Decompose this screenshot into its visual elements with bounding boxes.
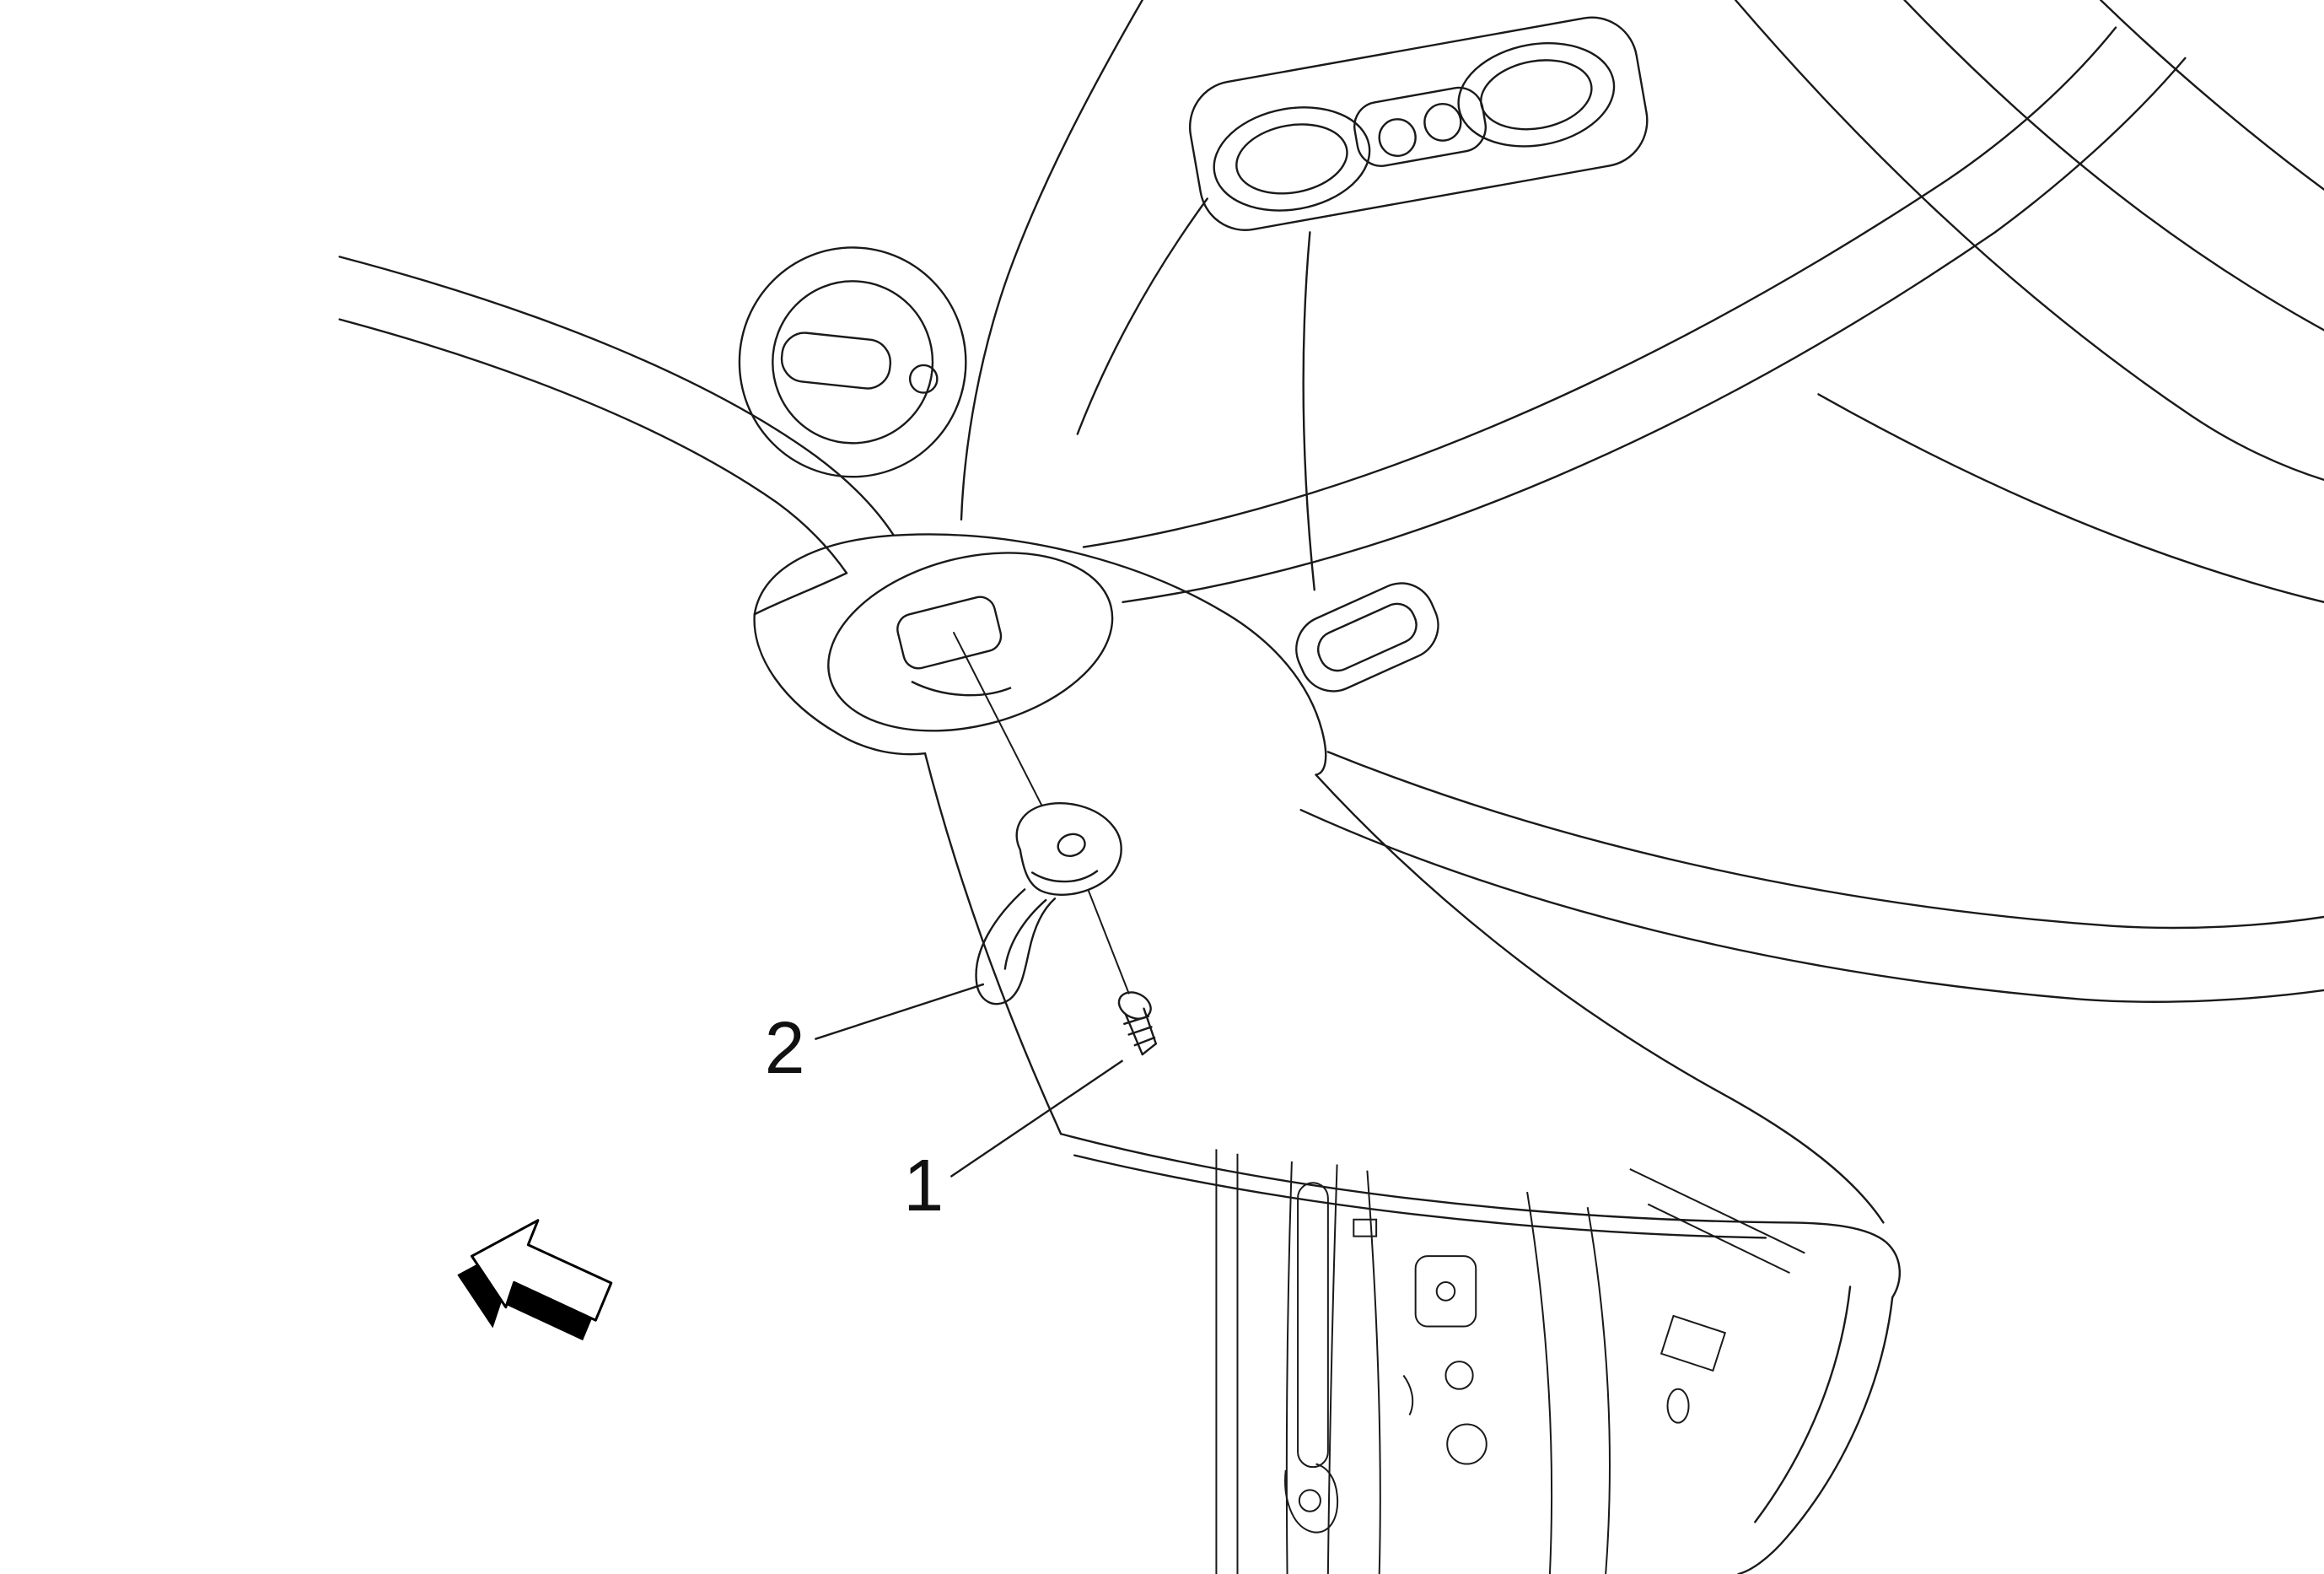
hook-screw-hole: [1056, 831, 1088, 859]
lamp-recess-outer: [1286, 573, 1449, 702]
pillar-panel-edge: [1527, 1192, 1552, 1574]
console-lamp-bezel: [1351, 84, 1490, 170]
trim-right-edge: [1316, 775, 1884, 1223]
callout-2-leader: [815, 984, 983, 1039]
pillar-slot: [1353, 1220, 1376, 1237]
roof-rail-line: [1084, 28, 2116, 547]
console-lamp-right: [1424, 104, 1461, 140]
pillar-hole-small: [1445, 1361, 1472, 1389]
trim-bottom-edge-inner: [1074, 1156, 1766, 1238]
console-speaker-left-inner: [1231, 116, 1353, 202]
dome-vent: [740, 247, 966, 477]
screw-threads: [1124, 1016, 1156, 1054]
coat-hook-part: [976, 803, 1122, 1004]
pillar-brace-line: [1648, 1205, 1789, 1274]
trim-lower-right-inner: [1755, 1286, 1850, 1522]
roof-contour-line: [340, 320, 847, 574]
pillar-panel-edge: [1367, 1171, 1380, 1574]
overhead-console: [1183, 10, 1654, 237]
console-outline: [1183, 10, 1654, 237]
belt-anchor: [1285, 1464, 1337, 1533]
map-lamp-recess: [1286, 573, 1449, 702]
recess-mounting-hole: [895, 594, 1004, 671]
seat-belt-webbing: [1298, 1183, 1328, 1467]
striker-bracket: [1416, 1256, 1477, 1326]
callout-1-label: 1: [903, 1145, 944, 1226]
striker-hole: [1437, 1282, 1455, 1301]
roof-corner-line: [1735, 0, 2324, 480]
axis-lower-segment: [1082, 874, 1128, 993]
trim-lower-right-edge: [1739, 1297, 1893, 1574]
recess-shadow-line: [912, 682, 1011, 695]
console-speaker-right-outer: [1450, 31, 1622, 158]
console-speaker-left-outer: [1206, 95, 1378, 222]
roof-corner-line: [1904, 0, 2324, 330]
arrow-top-face: [463, 1208, 621, 1328]
hook-arm-outer: [976, 889, 1055, 1004]
roof-rail-band: [1328, 752, 2324, 928]
pillar-structure: [1216, 1149, 1805, 1574]
callout-1-leader: [950, 1060, 1122, 1177]
screw-part: [1115, 988, 1156, 1055]
mounting-recess: [810, 525, 1131, 759]
console-speaker-right-inner: [1476, 51, 1597, 137]
callouts: 2 1: [765, 984, 1123, 1226]
roof-contour-line: [755, 573, 847, 614]
fastener-axis: [954, 633, 1129, 994]
screw-head: [1115, 988, 1155, 1024]
belt-anchor-bolt: [1299, 1490, 1321, 1511]
hook-arm-inner: [1005, 900, 1046, 969]
roof-seam-line: [961, 0, 1143, 520]
recess-bulge-bottom: [755, 614, 925, 754]
vent-inner-ring: [772, 281, 933, 443]
axis-upper-segment: [954, 633, 1052, 825]
pillar-trim: [755, 534, 1900, 1574]
trim-bottom-edge: [1061, 1134, 1900, 1297]
vent-knob: [910, 365, 937, 393]
console-lamp-left: [1380, 119, 1416, 155]
roof-contour-line: [340, 256, 894, 535]
trim-left-edge: [925, 753, 1061, 1134]
console-hanger-line: [1304, 232, 1315, 590]
belt-column-left: [1287, 1162, 1292, 1574]
recess-outer-oval: [810, 525, 1131, 759]
roof-headliner-lines: [340, 0, 2324, 1002]
roof-rail-line: [1122, 58, 2185, 602]
pillar-hole-large: [1447, 1424, 1487, 1463]
recess-bulge-top: [755, 534, 1326, 774]
roof-corner-line: [2101, 0, 2324, 190]
vent-slider: [779, 331, 892, 391]
roof-contour-line: [1818, 394, 2324, 601]
callout-2-label: 2: [765, 1007, 805, 1089]
pillar-brace-line: [1630, 1169, 1805, 1253]
belt-column-right: [1328, 1164, 1337, 1574]
roof-seam-line: [1078, 199, 1208, 434]
pillar-tab: [1661, 1316, 1725, 1371]
hook-ridge-line: [1032, 871, 1097, 881]
pillar-oval-hole: [1668, 1389, 1689, 1423]
roof-rail-band: [1301, 810, 2324, 1002]
direction-arrow-icon: [449, 1206, 621, 1349]
pillar-panel-edge: [1588, 1207, 1610, 1574]
lamp-recess-inner: [1312, 598, 1422, 676]
vent-outer-ring: [740, 247, 966, 477]
pillar-bead-line: [1403, 1375, 1412, 1415]
